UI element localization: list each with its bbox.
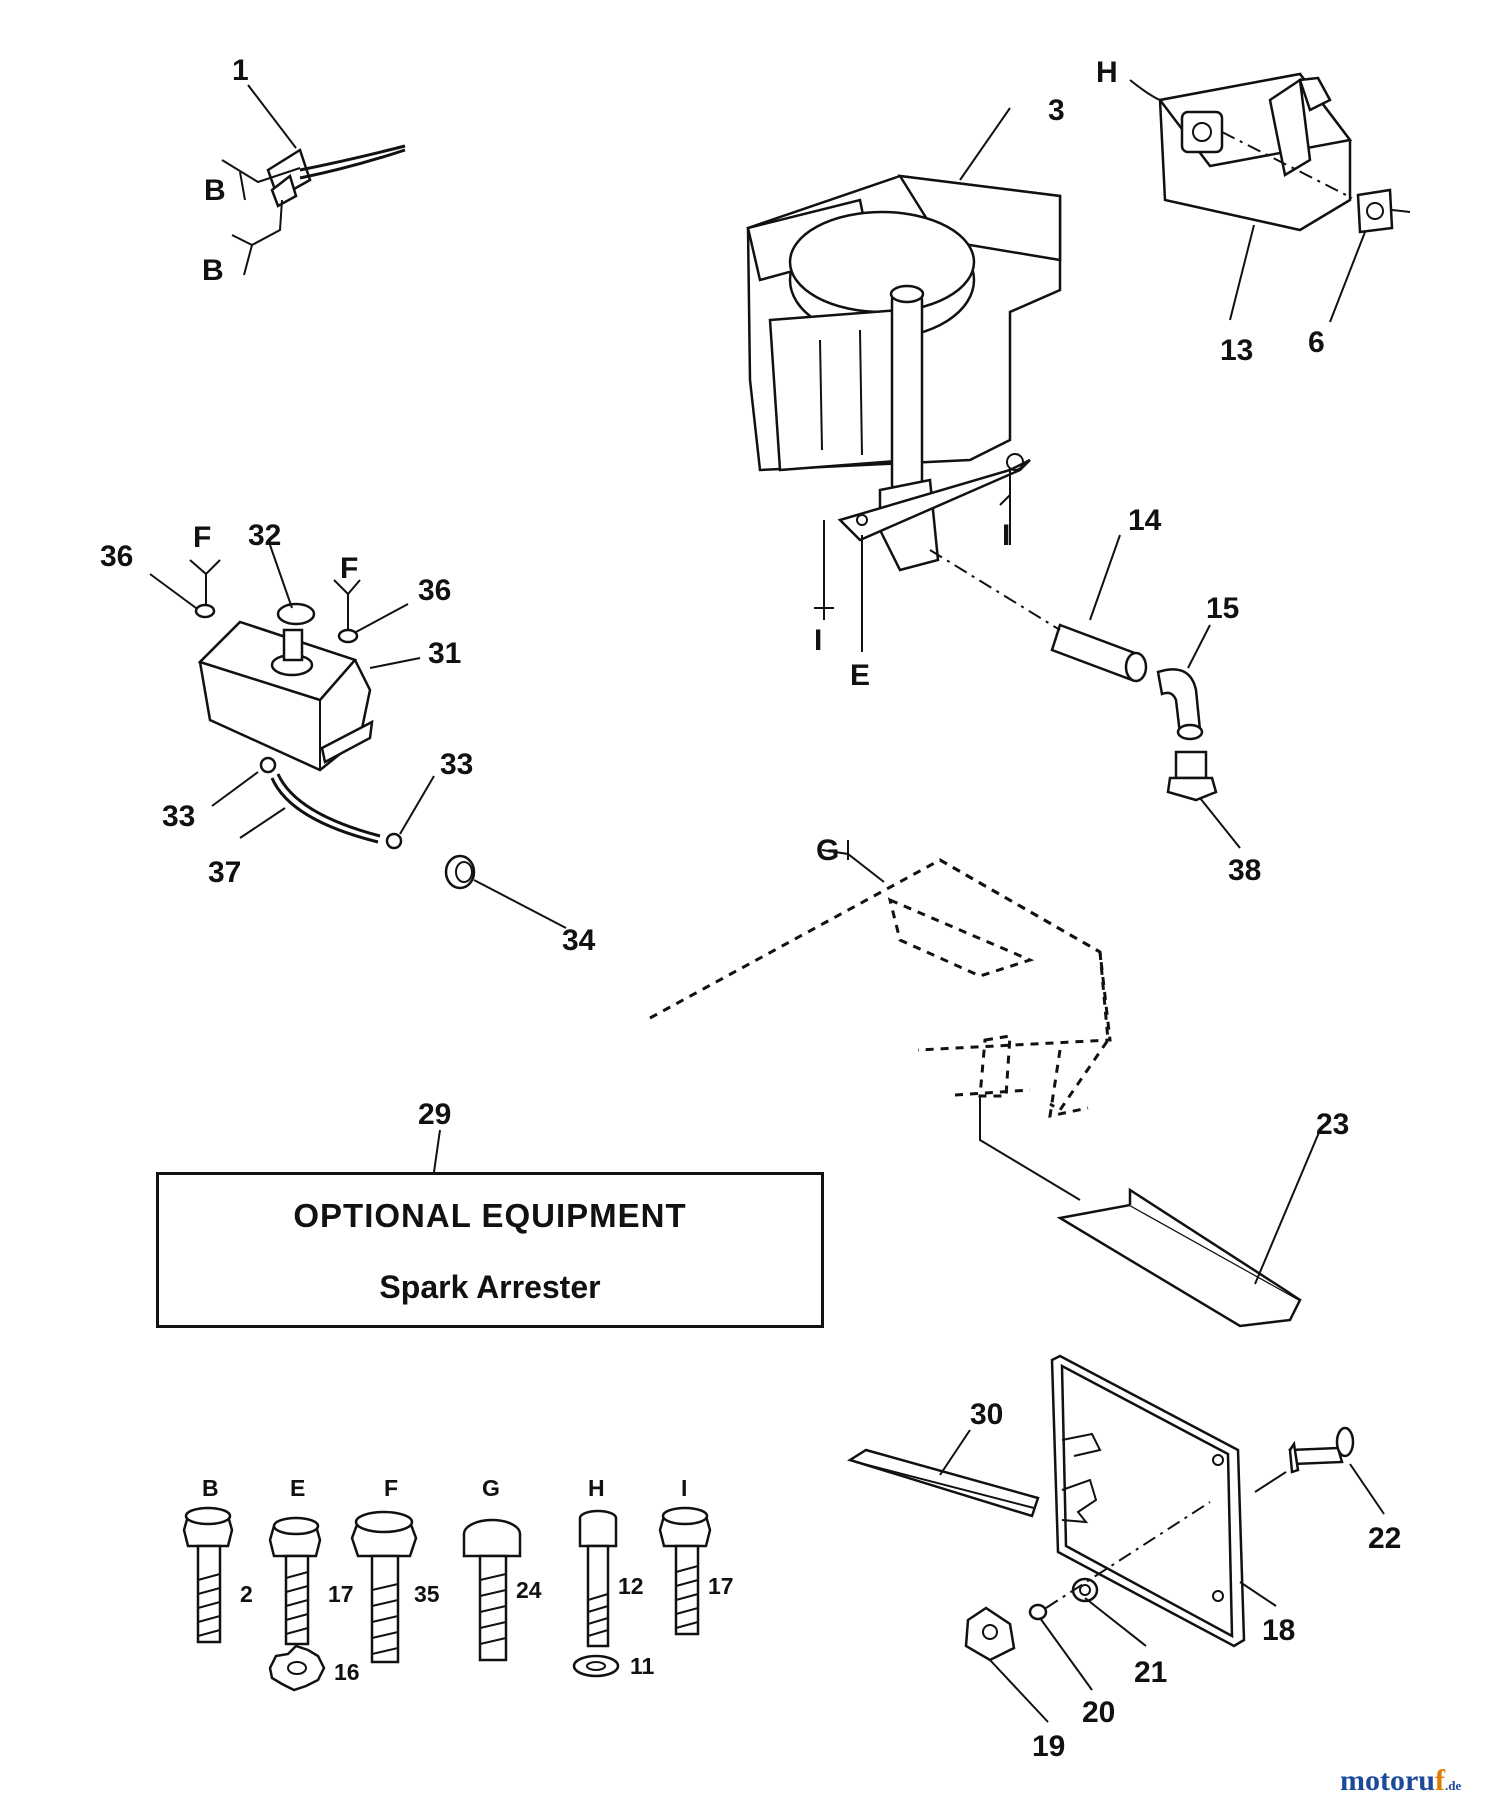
part-6-gasket: [1329, 188, 1411, 323]
bolt-g: [462, 1518, 522, 1662]
part-18-plate: [1050, 1354, 1277, 1648]
bolt-part-17-e: 17: [328, 1581, 354, 1607]
bolt-part-17-i: 17: [708, 1573, 734, 1599]
bolt-f: [350, 1510, 418, 1664]
bolt-washer-11: 11: [630, 1653, 655, 1679]
part-31-fuel-tank: [197, 620, 421, 772]
callout-32: 32: [248, 519, 281, 552]
callout-15: 15: [1206, 592, 1239, 625]
connector-e: E: [850, 659, 870, 692]
connector-i-2: I: [1002, 519, 1010, 552]
watermark-brand-a: motoru: [1340, 1764, 1435, 1797]
bolt-part-35: 35: [414, 1581, 440, 1607]
connector-g: G: [816, 834, 839, 867]
connector-h: H: [1096, 56, 1118, 89]
bolt-letter-h: H: [588, 1475, 605, 1501]
optional-equipment-title: OPTIONAL EQUIPMENT: [293, 1197, 687, 1234]
callout-13: 13: [1220, 334, 1253, 367]
part-38-plug: [1166, 750, 1241, 849]
callout-18: 18: [1262, 1614, 1295, 1647]
callout-6: 6: [1308, 326, 1325, 359]
bolt-letter-e: E: [290, 1475, 305, 1501]
callout-36-right: 36: [418, 574, 451, 607]
connector-f-2: F: [340, 552, 358, 585]
bolt-legend: B E F G H I 2 17 35 24 12 17 16 11: [182, 1475, 734, 1692]
optional-equipment-box: OPTIONAL EQUIPMENT Spark Arrester: [156, 1172, 824, 1328]
bolt-part-24: 24: [516, 1577, 542, 1603]
connector-f-1: F: [193, 521, 211, 554]
callout-29-leader: [433, 1129, 441, 1173]
part-19-nut: [964, 1606, 1049, 1723]
part-36-washer-left: [149, 559, 221, 619]
bolt-b: [182, 1506, 234, 1644]
callout-34: 34: [562, 924, 596, 957]
bolt-letter-b: B: [202, 1475, 219, 1501]
callout-30: 30: [970, 1398, 1003, 1431]
callout-31: 31: [428, 637, 461, 670]
bolt-part-2: 2: [240, 1581, 253, 1607]
part-32-fuel-cap: [269, 544, 316, 677]
callout-21: 21: [1134, 1656, 1167, 1689]
callout-19: 19: [1032, 1730, 1065, 1763]
bolt-e: [268, 1516, 326, 1692]
part-3-engine: [746, 107, 1062, 652]
callout-20: 20: [1082, 1696, 1115, 1729]
optional-equipment-subtitle: Spark Arrester: [379, 1269, 601, 1305]
bolt-letter-g: G: [482, 1475, 500, 1501]
part-34-grommet: [444, 854, 567, 929]
part-13-muffler: [1129, 72, 1353, 321]
bolt-letter-f: F: [384, 1475, 398, 1501]
callout-3: 3: [1048, 94, 1065, 127]
watermark-brand-b: f: [1434, 1764, 1445, 1797]
callout-23: 23: [1316, 1108, 1349, 1141]
bolt-letter-i: I: [681, 1475, 687, 1501]
watermark-tld: .de: [1444, 1778, 1462, 1793]
part-20-lock-washer: [1028, 1501, 1211, 1691]
bolt-part-12: 12: [618, 1573, 644, 1599]
callout-22: 22: [1368, 1522, 1401, 1555]
watermark-logo: motoruf.de: [1340, 1764, 1461, 1798]
part-22-bolt: [1254, 1426, 1385, 1515]
part-23-shield: [1056, 1129, 1321, 1328]
part-21-washer: [1071, 1577, 1147, 1647]
callout-37: 37: [208, 856, 241, 889]
part-30-seal-strip: [847, 1429, 1040, 1518]
bolt-washer-16: 16: [334, 1659, 360, 1685]
callout-33-right: 33: [440, 748, 473, 781]
bolt-i: [658, 1506, 712, 1636]
callout-1: 1: [232, 54, 249, 87]
callout-36-left: 36: [100, 540, 133, 573]
bolt-h: [572, 1509, 620, 1678]
part-1-throttle-bracket: [221, 84, 406, 276]
part-15-elbow: [1156, 624, 1211, 741]
part-36-washer-right: [333, 579, 409, 644]
callout-38: 38: [1228, 854, 1261, 887]
callout-29: 29: [418, 1098, 451, 1131]
connector-i-1: I: [814, 624, 822, 657]
connector-b-2: B: [202, 254, 224, 287]
part-37-fuel-line: [211, 756, 435, 850]
connector-b-1: B: [204, 174, 226, 207]
callout-33-left: 33: [162, 800, 195, 833]
frame-outline: [649, 840, 1112, 1201]
callout-14: 14: [1128, 504, 1162, 537]
part-14-nipple: [929, 534, 1148, 683]
